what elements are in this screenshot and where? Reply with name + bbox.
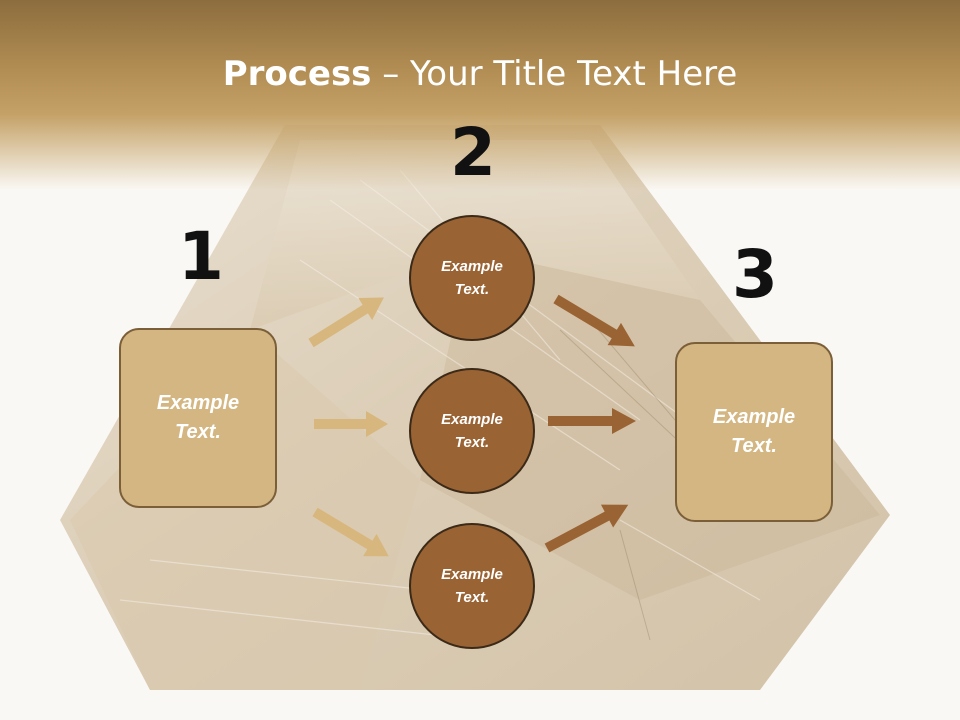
process-circle-middle: Example Text. bbox=[409, 368, 535, 494]
step-number-2: 2 bbox=[450, 114, 496, 191]
step-number-3: 3 bbox=[732, 236, 778, 313]
step-number-1: 1 bbox=[178, 218, 224, 295]
title-rest: – Your Title Text Here bbox=[371, 54, 738, 94]
slide-title: Process – Your Title Text Here bbox=[0, 52, 960, 96]
process-box-right-text: Example Text. bbox=[712, 406, 796, 457]
arrow-left-to-top bbox=[308, 297, 384, 348]
process-box-left-text: Example Text. bbox=[156, 392, 240, 443]
arrow-left-to-middle bbox=[314, 411, 388, 437]
arrow-left-to-bottom bbox=[312, 507, 389, 557]
arrow-bottom-to-right bbox=[544, 504, 629, 553]
process-box-right: Example Text. bbox=[675, 342, 833, 522]
process-circle-top-text: Example Text. bbox=[441, 258, 503, 298]
title-bold: Process bbox=[222, 54, 372, 94]
process-circle-bottom-text: Example Text. bbox=[441, 566, 503, 606]
process-box-left: Example Text. bbox=[119, 328, 277, 508]
process-circle-top: Example Text. bbox=[409, 215, 535, 341]
arrow-middle-to-right bbox=[548, 408, 636, 434]
process-circle-middle-text: Example Text. bbox=[441, 411, 503, 451]
arrow-top-to-right bbox=[553, 294, 635, 347]
process-circle-bottom: Example Text. bbox=[409, 523, 535, 649]
title-banner bbox=[0, 0, 960, 190]
